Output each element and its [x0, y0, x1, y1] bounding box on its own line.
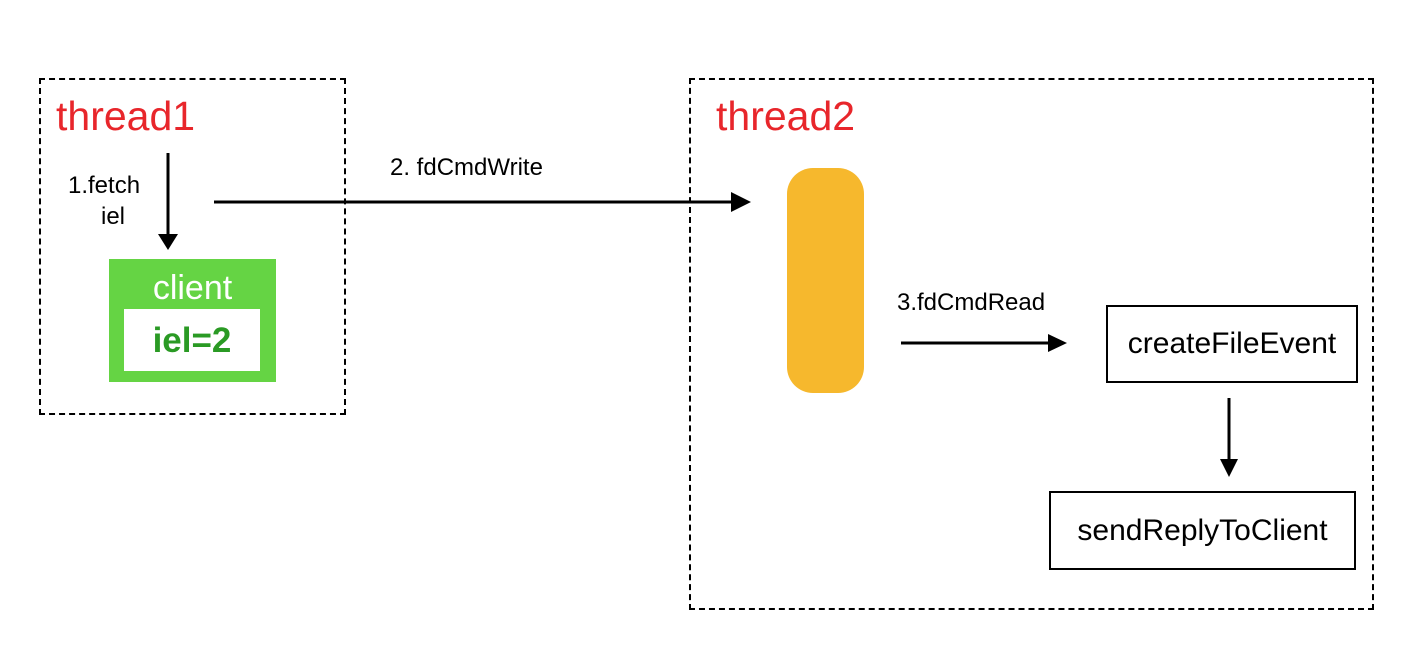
command-pipe [787, 168, 864, 393]
client-label: client [152, 269, 233, 307]
thread2-label: thread2 [716, 93, 856, 139]
step2-label: 2. fdCmdWrite [390, 154, 543, 181]
client-node: client iel=2 [109, 259, 276, 382]
event-to-reply-arrow [1220, 398, 1238, 477]
fetch-arrow [158, 153, 178, 250]
fd-cmd-write-arrow [214, 192, 751, 212]
thread1-container [39, 78, 346, 415]
thread1-label: thread1 [56, 93, 196, 139]
send-reply-to-client-box: sendReplyToClient [1049, 491, 1356, 570]
create-file-event-box: createFileEvent [1106, 305, 1358, 383]
step1-label-line2: iel [101, 203, 126, 230]
step3-label: 3.fdCmdRead [897, 289, 1046, 316]
fd-cmd-read-arrow [901, 334, 1067, 352]
client-iel-value: iel=2 [124, 309, 260, 371]
step1-label-line1: 1.fetch [68, 172, 141, 199]
thread2-container [689, 78, 1374, 610]
